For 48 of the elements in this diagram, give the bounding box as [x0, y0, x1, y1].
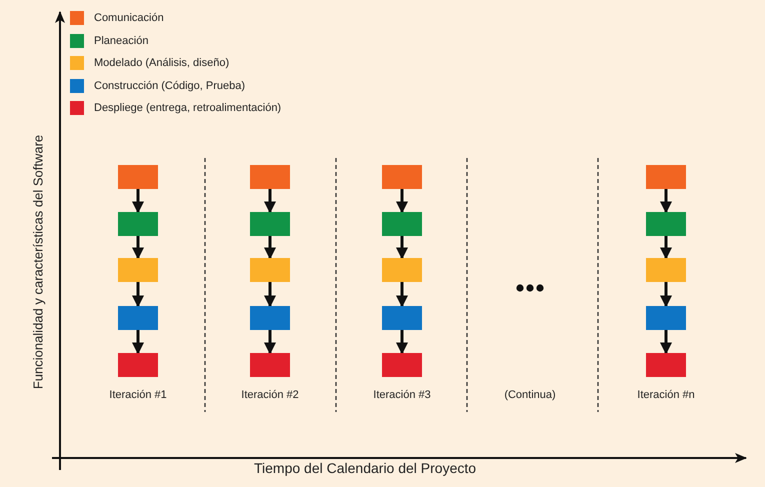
- process-box: [250, 165, 290, 189]
- legend-label: Modelado (Análisis, diseño): [94, 57, 230, 69]
- arrow: [396, 189, 408, 214]
- process-box: [646, 353, 686, 377]
- process-box: [118, 258, 158, 282]
- arrow: [264, 330, 276, 354]
- legend-label: Construcción (Código, Prueba): [94, 80, 246, 92]
- process-box: [250, 212, 290, 236]
- iteration-label: Iteración #2: [241, 389, 299, 401]
- process-box: [646, 306, 686, 330]
- arrow: [660, 236, 672, 260]
- iteration-label: Iteración #3: [373, 389, 431, 401]
- arrow: [264, 236, 276, 260]
- iteration-label: Iteración #1: [109, 389, 167, 401]
- process-box: [646, 165, 686, 189]
- process-box: [250, 258, 290, 282]
- process-box: [382, 212, 422, 236]
- arrow: [660, 282, 672, 308]
- axis-title: Tiempo del Calendario del Proyecto: [254, 460, 476, 476]
- arrow: [132, 189, 144, 214]
- process-box: [646, 212, 686, 236]
- legend-label: Despliege (entrega, retroalimentación): [94, 102, 282, 114]
- arrow: [660, 189, 672, 214]
- axis-title: Funcionalidad y características del Software: [30, 134, 46, 390]
- arrow: [264, 282, 276, 308]
- process-box: [382, 353, 422, 377]
- process-box: [118, 306, 158, 330]
- process-box: [382, 306, 422, 330]
- iteration-label: (Continua): [504, 389, 556, 401]
- arrow: [264, 189, 276, 214]
- arrow: [132, 330, 144, 354]
- arrow: [132, 236, 144, 260]
- process-box: [646, 258, 686, 282]
- process-box: [382, 165, 422, 189]
- iteration-label: Iteración #n: [637, 389, 695, 401]
- process-box: [382, 258, 422, 282]
- process-box: [118, 353, 158, 377]
- arrow: [396, 236, 408, 260]
- arrow: [396, 282, 408, 308]
- process-box: [250, 353, 290, 377]
- arrow: [132, 282, 144, 308]
- process-box: [118, 212, 158, 236]
- arrow: [396, 330, 408, 354]
- legend-label: Planeación: [94, 34, 148, 46]
- process-box: [118, 165, 158, 189]
- process-box: [250, 306, 290, 330]
- arrow: [660, 330, 672, 354]
- legend-label: Comunicación: [94, 12, 164, 24]
